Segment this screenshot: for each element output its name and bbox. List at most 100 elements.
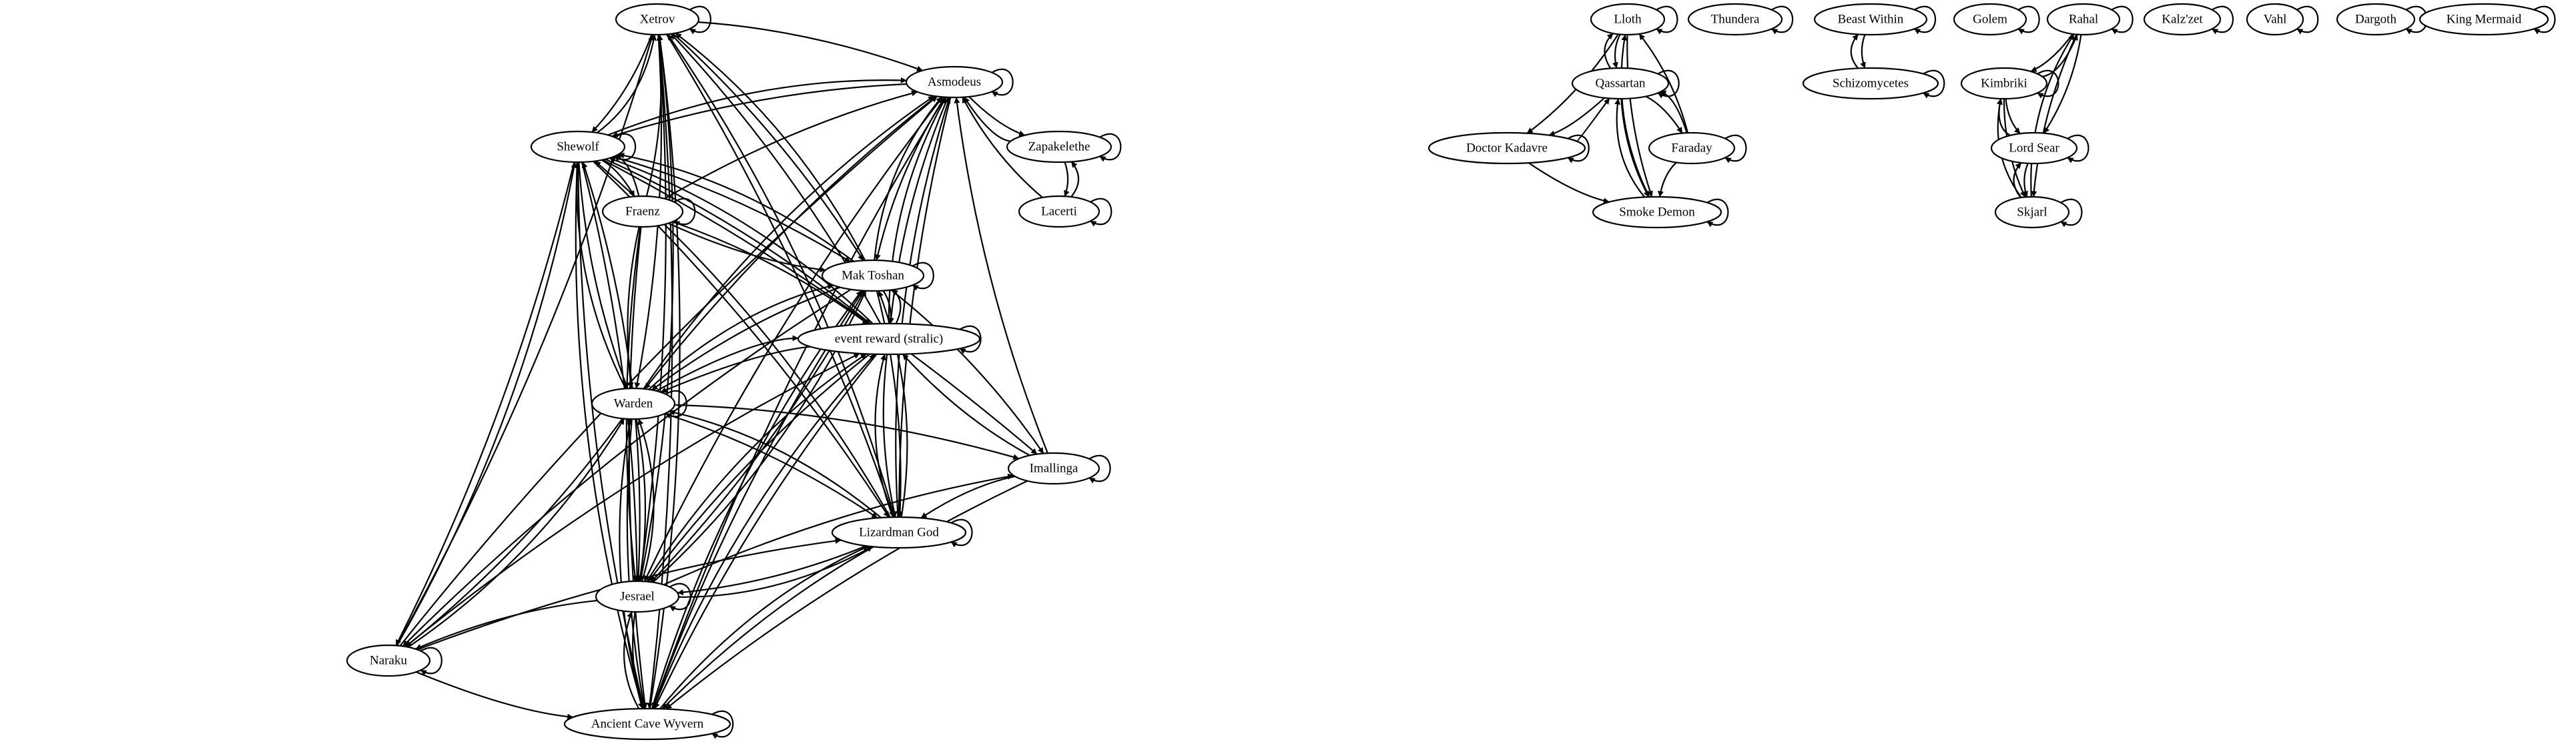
edge-faraday-to-smoke bbox=[1658, 161, 1677, 198]
node-label: Xetrov bbox=[640, 13, 675, 27]
edge-kalzet-to-kalzet bbox=[2211, 5, 2234, 35]
edge-faraday-to-faraday bbox=[1724, 134, 1747, 163]
node-ellipse bbox=[2246, 3, 2304, 36]
edge-maktoshan-to-maktoshan bbox=[912, 262, 934, 291]
edge-asmodeus-to-zapakelethe bbox=[968, 96, 1026, 137]
edge-kadavre-to-smoke bbox=[1528, 162, 1610, 204]
edge-xetrov-to-lizardman bbox=[665, 33, 895, 518]
edge-maktoshan-to-imallinga bbox=[890, 289, 1044, 454]
node-asmodeus[interactable]: Asmodeus bbox=[905, 65, 1004, 99]
edge-shewolf-to-event bbox=[605, 158, 872, 325]
node-naraku[interactable]: Naraku bbox=[346, 644, 431, 677]
edge-rahal-to-lordsear bbox=[2043, 34, 2082, 134]
edge-fraenz-to-event bbox=[672, 221, 869, 325]
edge-imallinga-to-imallinga bbox=[1088, 454, 1111, 484]
edge-lloth-to-lloth bbox=[1656, 5, 1678, 35]
node-fraenz[interactable]: Fraenz bbox=[601, 195, 684, 228]
node-label: Imallinga bbox=[1030, 462, 1078, 476]
node-ellipse bbox=[530, 130, 626, 163]
edge-faraday-to-qassartan bbox=[1660, 90, 1688, 133]
node-label: Rahal bbox=[2069, 13, 2098, 27]
edge-schizo-to-schizo bbox=[1923, 69, 1945, 99]
edge-lizardman-to-wyvern bbox=[661, 546, 874, 710]
node-smoke[interactable]: Smoke Demon bbox=[1592, 196, 1722, 229]
edge-lizardman-to-event bbox=[874, 354, 894, 518]
node-faraday[interactable]: Faraday bbox=[1648, 131, 1736, 165]
edge-lloth-to-qassartan bbox=[1612, 34, 1621, 69]
node-kadavre[interactable]: Doctor Kadavre bbox=[1427, 131, 1586, 165]
node-ellipse bbox=[346, 644, 431, 677]
node-label: Doctor Kadavre bbox=[1466, 141, 1548, 155]
node-ellipse bbox=[1994, 196, 2070, 229]
edge-rahal-to-rahal bbox=[2111, 5, 2134, 35]
node-xetrov[interactable]: Xetrov bbox=[615, 3, 700, 36]
node-rahal[interactable]: Rahal bbox=[2046, 3, 2121, 36]
edge-jesrael-to-naraku bbox=[415, 599, 598, 650]
edge-xetrov-to-maktoshan bbox=[672, 33, 864, 261]
node-ellipse bbox=[2419, 3, 2549, 36]
node-lloth[interactable]: Lloth bbox=[1590, 3, 1666, 36]
edge-skjarl-to-rahal bbox=[2030, 33, 2075, 198]
node-lacerti[interactable]: Lacerti bbox=[1018, 195, 1100, 228]
node-kingmermaid[interactable]: King Mermaid bbox=[2419, 3, 2549, 36]
node-dargoth[interactable]: Dargoth bbox=[2336, 3, 2416, 36]
edge-shewolf-to-warden bbox=[578, 161, 629, 389]
edge-smoke-to-smoke bbox=[1706, 198, 1729, 228]
node-ellipse bbox=[1571, 67, 1670, 100]
edge-lizardman-to-asmodeus bbox=[895, 97, 951, 518]
node-label: Naraku bbox=[370, 654, 407, 668]
node-wyvern[interactable]: Ancient Cave Wyvern bbox=[563, 707, 731, 741]
node-label: Asmodeus bbox=[928, 75, 981, 89]
edge-lacerti-to-zapakelethe bbox=[1070, 161, 1080, 198]
node-label: Lizardman God bbox=[859, 526, 939, 540]
edge-qassartan-to-smoke bbox=[1620, 98, 1650, 198]
node-maktoshan[interactable]: Mak Toshan bbox=[821, 259, 925, 292]
edge-asmodeus-to-asmodeus bbox=[991, 68, 1014, 97]
node-lizardman[interactable]: Lizardman God bbox=[831, 516, 967, 549]
node-shewolf[interactable]: Shewolf bbox=[530, 130, 626, 163]
edge-xetrov-to-wyvern bbox=[647, 34, 673, 709]
node-label: Vahl bbox=[2264, 13, 2287, 27]
node-vahl[interactable]: Vahl bbox=[2246, 3, 2304, 36]
node-imallinga[interactable]: Imallinga bbox=[1007, 452, 1100, 485]
node-skjarl[interactable]: Skjarl bbox=[1994, 196, 2070, 229]
edge-maktoshan-to-xetrov bbox=[675, 32, 866, 261]
edge-warden-to-naraku bbox=[405, 418, 623, 647]
node-ellipse bbox=[1018, 195, 1100, 228]
node-label: Lacerti bbox=[1041, 205, 1077, 219]
edge-jesrael-to-wyvern bbox=[632, 611, 644, 709]
node-label: Golem bbox=[1973, 13, 2007, 27]
edge-wyvern-to-wyvern bbox=[711, 710, 734, 739]
node-kimbriki[interactable]: Kimbriki bbox=[1960, 67, 2048, 100]
node-warden[interactable]: Warden bbox=[591, 387, 676, 420]
edge-vahl-to-vahl bbox=[2296, 5, 2319, 35]
node-label: Qassartan bbox=[1596, 77, 1646, 91]
node-zapakelethe[interactable]: Zapakelethe bbox=[1006, 130, 1112, 163]
edge-fraenz-to-shewolf bbox=[615, 154, 640, 197]
edge-lacerti-to-asmodeus bbox=[962, 97, 1043, 198]
node-ellipse bbox=[1990, 131, 2078, 165]
node-golem[interactable]: Golem bbox=[1953, 3, 2027, 36]
edge-wyvern-to-shewolf bbox=[574, 161, 644, 709]
node-kalzet[interactable]: Kalz'zet bbox=[2143, 3, 2222, 36]
edge-jesrael-to-warden bbox=[637, 418, 655, 582]
edge-lordsear-to-lordsear bbox=[2067, 134, 2089, 163]
node-event[interactable]: event reward (stralic) bbox=[797, 322, 981, 356]
node-beast[interactable]: Beast Within bbox=[1813, 3, 1928, 36]
node-lordsear[interactable]: Lord Sear bbox=[1990, 131, 2078, 165]
edge-smoke-to-lloth bbox=[1620, 34, 1650, 198]
edge-wyvern-to-xetrov bbox=[649, 34, 681, 709]
edge-imallinga-to-event bbox=[902, 353, 1030, 456]
node-ellipse bbox=[821, 259, 925, 292]
edge-warden-to-maktoshan bbox=[648, 284, 834, 390]
node-thundera[interactable]: Thundera bbox=[1687, 3, 1783, 36]
node-jesrael[interactable]: Jesrael bbox=[595, 580, 680, 613]
edge-thundera-to-thundera bbox=[1771, 5, 1794, 35]
node-schizo[interactable]: Schizomycetes bbox=[1802, 67, 1939, 100]
edge-warden-to-imallinga bbox=[674, 404, 1020, 460]
node-label: Kalz'zet bbox=[2162, 13, 2203, 27]
edge-warden-to-wyvern bbox=[626, 418, 647, 709]
node-ellipse bbox=[601, 195, 684, 228]
node-qassartan[interactable]: Qassartan bbox=[1571, 67, 1670, 100]
edge-asmodeus-to-shewolf bbox=[611, 83, 907, 138]
